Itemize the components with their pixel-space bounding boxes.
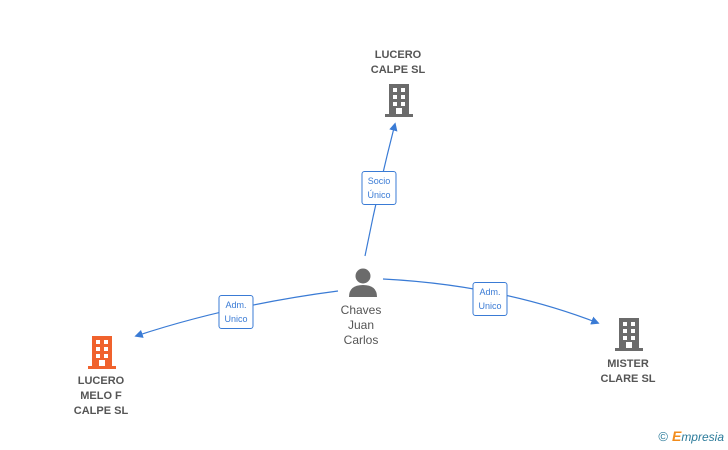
- company-label-top-line-1: LUCERO: [374, 49, 422, 61]
- company-label-top-line-2: CALPE SL: [370, 64, 426, 76]
- copyright-symbol: ©: [658, 429, 668, 444]
- edge-label-left-line-1: Adm.: [225, 300, 247, 310]
- company-label-left-line-1: LUCERO: [77, 375, 125, 387]
- edge-label-top-line-2: Único: [367, 190, 391, 200]
- company-label-left[interactable]: LUCERO MELO F CALPE SL: [74, 374, 128, 419]
- person-label-line-3: Carlos: [343, 333, 379, 347]
- brand-initial: E: [671, 428, 682, 444]
- building-icon-left[interactable]: [88, 336, 116, 369]
- person-label-line-2: Juan: [347, 318, 375, 332]
- edge-label-right: Adm. Unico: [472, 282, 508, 316]
- edge-label-right-line-1: Adm.: [479, 287, 501, 297]
- person-icon[interactable]: [349, 268, 377, 298]
- company-label-right[interactable]: MISTER CLARE SL: [601, 357, 656, 387]
- edge-label-top-line-1: Socio: [367, 176, 391, 186]
- person-label-line-1: Chaves: [340, 303, 382, 317]
- brand-name: mpresia: [681, 430, 724, 444]
- company-label-top[interactable]: LUCERO CALPE SL: [371, 48, 425, 78]
- company-label-right-line-1: MISTER: [607, 358, 649, 370]
- edge-label-left: Adm. Unico: [218, 295, 254, 329]
- edge-label-left-line-2: Unico: [224, 314, 248, 324]
- edge-label-right-line-2: Unico: [478, 301, 502, 311]
- building-icon-top[interactable]: [385, 84, 413, 117]
- brand-logo: ©Empresia: [658, 428, 724, 444]
- company-label-left-line-2: MELO F: [80, 390, 122, 402]
- person-label[interactable]: Chaves Juan Carlos: [341, 303, 382, 348]
- edge-label-top: Socio Único: [361, 171, 397, 205]
- company-label-left-line-3: CALPE SL: [73, 405, 129, 417]
- building-icon-right[interactable]: [615, 318, 643, 351]
- company-label-right-line-2: CLARE SL: [600, 373, 656, 385]
